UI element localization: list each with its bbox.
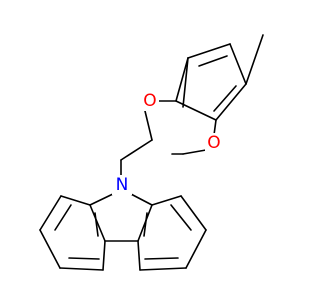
bond — [144, 257, 179, 260]
bond — [180, 195, 207, 231]
bond — [39, 229, 61, 269]
bond — [68, 257, 100, 260]
bond — [198, 55, 228, 67]
atom-O1: O — [141, 91, 159, 111]
bond — [59, 267, 104, 271]
bond — [139, 267, 187, 271]
nitrogen-label: N — [116, 175, 129, 195]
oxygen-label: O — [143, 91, 156, 111]
aryl-ring — [175, 43, 247, 121]
bond — [213, 85, 237, 112]
carbazole-right-ring — [137, 195, 207, 271]
bond — [94, 212, 99, 237]
bond — [185, 229, 207, 269]
bond — [89, 204, 106, 242]
methoxy-bond — [182, 149, 207, 155]
bond — [89, 192, 116, 206]
carbazole-five-ring — [89, 192, 153, 242]
bond — [175, 100, 217, 121]
bond — [102, 240, 106, 271]
bond — [170, 204, 192, 231]
carbazole-left-ring — [39, 195, 106, 271]
bond — [54, 204, 72, 231]
bond — [151, 195, 182, 206]
ethylene-bond — [120, 139, 153, 161]
atom-O2: O — [205, 133, 223, 153]
bond — [215, 83, 247, 121]
bond — [128, 192, 153, 206]
bond — [137, 240, 141, 271]
oxygen-label: O — [207, 133, 220, 153]
bond — [182, 57, 189, 108]
methyl-bond — [245, 34, 264, 85]
bond — [60, 195, 91, 206]
methoxy-bond — [213, 119, 217, 136]
bond — [187, 43, 231, 59]
bond — [175, 57, 189, 102]
bond — [229, 43, 247, 85]
atom-N1: N — [112, 175, 132, 195]
bond — [143, 212, 148, 237]
molecule-diagram: O O N — [39, 34, 264, 271]
molecule-svg: O O N — [39, 34, 264, 271]
ethylene-bond — [144, 110, 153, 141]
bond — [39, 195, 62, 231]
